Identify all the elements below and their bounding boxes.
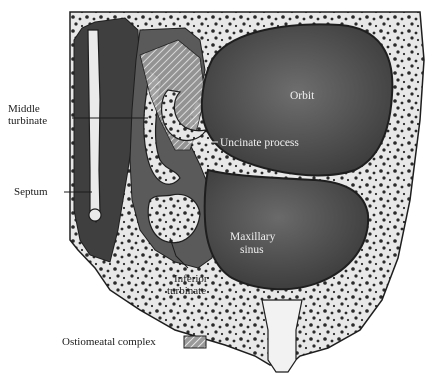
inferior-turbinate-label-line1: Inferior (174, 273, 208, 285)
septum-shape (88, 30, 100, 222)
legend-hatch-swatch (184, 336, 206, 348)
uncinate-process-label: Uncinate process (220, 137, 299, 149)
orbit-label: Orbit (290, 90, 315, 102)
middle-turbinate-label-line1: Middle (8, 103, 40, 115)
septum-label: Septum (14, 186, 48, 198)
septum-base (89, 209, 101, 221)
legend-label: Ostiomeatal complex (62, 336, 156, 348)
middle-turbinate-label-line2: turbinate (8, 115, 47, 127)
maxillary-sinus-label-line2: sinus (240, 244, 264, 256)
maxillary-sinus-label-line1: Maxillary (230, 231, 276, 243)
inferior-turbinate-label-line2: turbinate (167, 285, 206, 297)
legend: Ostiomeatal complex (62, 336, 206, 348)
